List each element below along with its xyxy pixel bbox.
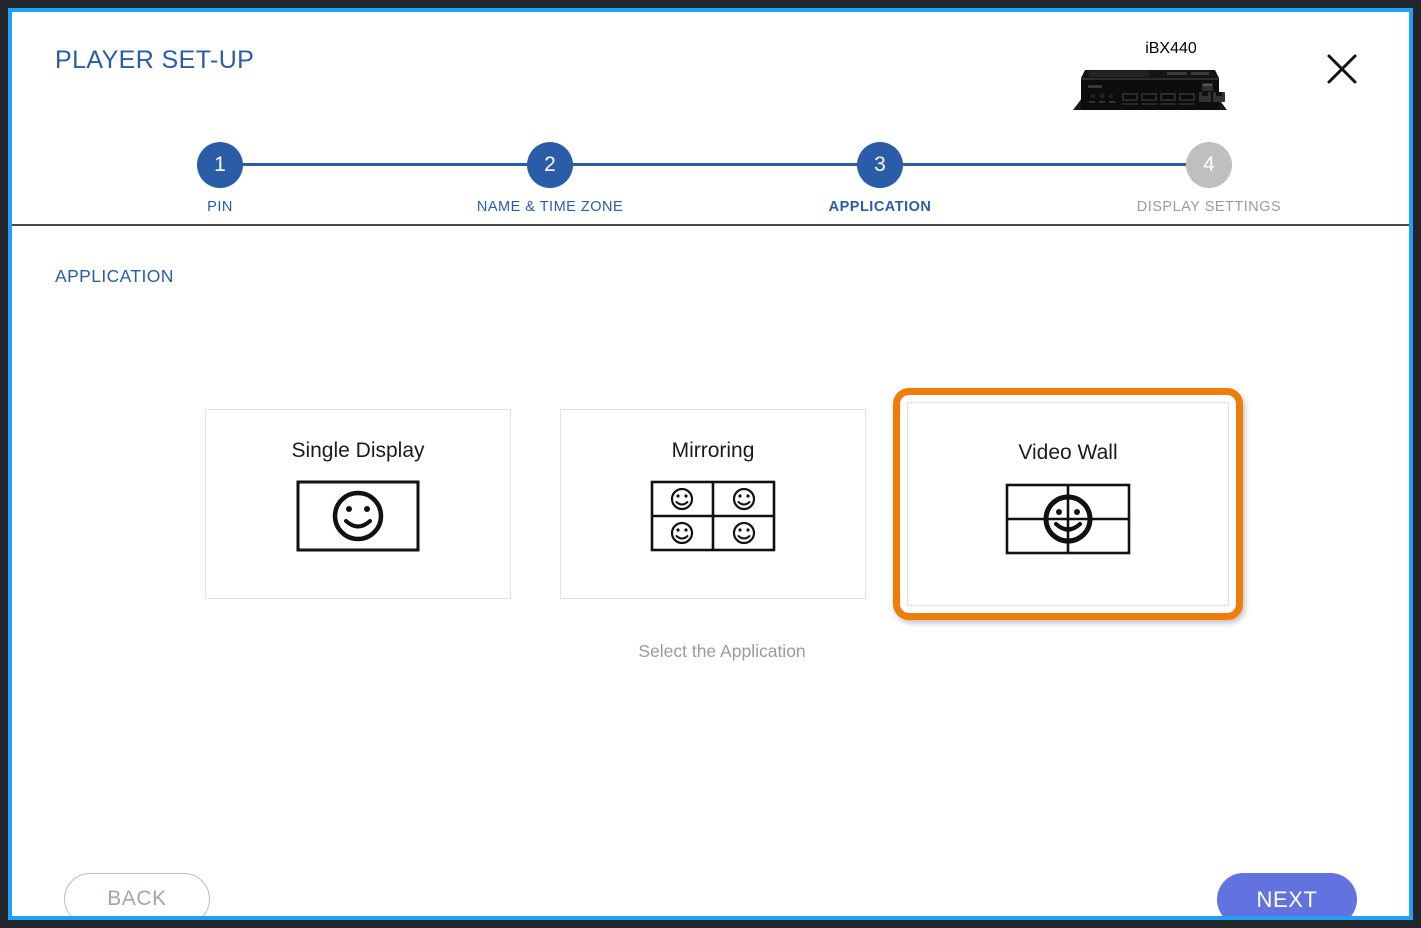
dialog-body: APPLICATION Single Display bbox=[12, 226, 1409, 916]
device-name: iBX440 bbox=[1145, 40, 1197, 57]
single-display-icon bbox=[206, 480, 510, 557]
step-number: 2 bbox=[527, 142, 573, 188]
stepper-step-display-settings[interactable]: 4 DISPLAY SETTINGS bbox=[1089, 142, 1329, 215]
application-card-mirroring[interactable]: Mirroring bbox=[560, 409, 866, 599]
next-button[interactable]: NEXT bbox=[1217, 873, 1357, 916]
step-label: NAME & TIME ZONE bbox=[476, 199, 624, 215]
stepper-step-application[interactable]: 3 APPLICATION bbox=[760, 142, 1000, 215]
player-setup-dialog: PLAYER SET-UP iBX440 bbox=[8, 8, 1413, 920]
stepper-connector-3-4 bbox=[880, 163, 1202, 166]
card-title: Mirroring bbox=[671, 439, 755, 462]
step-number: 1 bbox=[197, 142, 243, 188]
step-label: PIN bbox=[207, 199, 233, 215]
setup-stepper: 1 PIN 2 NAME & TIME ZONE 3 APPLICATION 4… bbox=[12, 142, 1409, 230]
close-x-icon bbox=[1327, 54, 1357, 84]
mirroring-icon bbox=[561, 480, 865, 557]
page-title: PLAYER SET-UP bbox=[55, 46, 255, 74]
card-title: Single Display bbox=[291, 439, 425, 462]
step-label: DISPLAY SETTINGS bbox=[1136, 199, 1282, 215]
device-info: iBX440 bbox=[1071, 40, 1271, 114]
step-number: 4 bbox=[1186, 142, 1232, 188]
step-label: APPLICATION bbox=[828, 199, 932, 215]
application-card-single-display[interactable]: Single Display bbox=[205, 409, 511, 599]
step-number: 3 bbox=[857, 142, 903, 188]
card-title: Video Wall bbox=[1018, 441, 1118, 464]
stepper-step-pin[interactable]: 1 PIN bbox=[100, 142, 340, 215]
media-player-device-image bbox=[1073, 70, 1227, 110]
stepper-step-name-time-zone[interactable]: 2 NAME & TIME ZONE bbox=[430, 142, 670, 215]
stepper-connector-2-3 bbox=[550, 163, 872, 166]
close-button[interactable] bbox=[1321, 48, 1363, 90]
stepper-connector-1-2 bbox=[220, 163, 542, 166]
application-options: Single Display Mirroring bbox=[205, 388, 1265, 645]
selection-hint: Select the Application bbox=[638, 641, 806, 661]
application-card-video-wall[interactable]: Video Wall bbox=[893, 388, 1243, 620]
dialog-header: PLAYER SET-UP iBX440 bbox=[12, 12, 1409, 226]
back-button[interactable]: BACK bbox=[64, 873, 210, 916]
section-title: APPLICATION bbox=[55, 266, 174, 286]
video-wall-icon bbox=[908, 483, 1228, 560]
